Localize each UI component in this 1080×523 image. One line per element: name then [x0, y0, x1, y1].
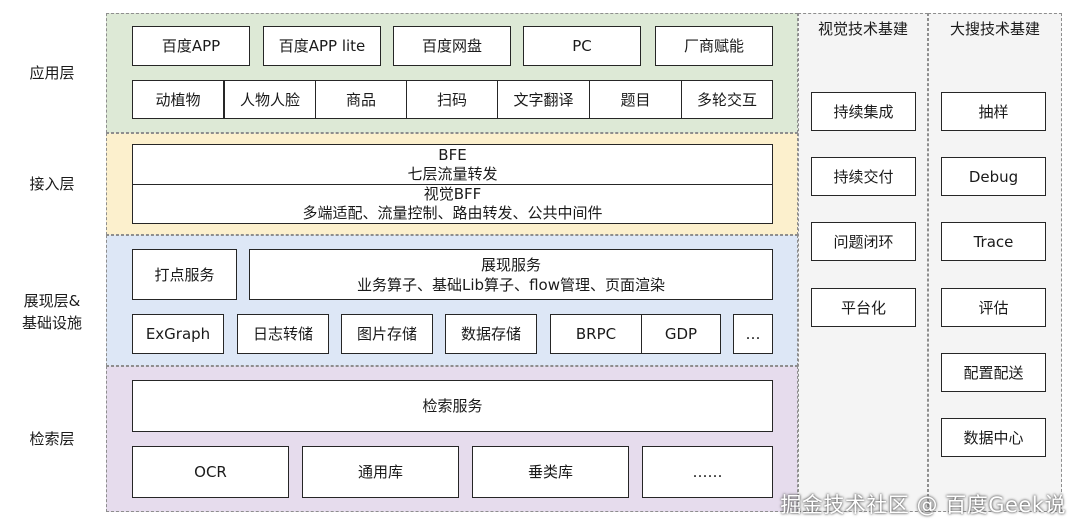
vision-continuous-delivery: 持续交付 [811, 157, 916, 196]
app-layer-label: 应用层 [29, 64, 75, 82]
bfe-box: BFE 七层流量转发 [132, 144, 773, 185]
vision-issue-closure: 问题闭环 [811, 222, 916, 261]
vision-tech-title: 视觉技术基建 [817, 20, 908, 38]
app-plants-animals: 动植物 [132, 80, 224, 119]
app-question: 题目 [589, 80, 682, 119]
infra-gdp: GDP [641, 314, 721, 354]
lib-general: 通用库 [302, 446, 459, 498]
vision-continuous-integration: 持续集成 [811, 92, 916, 131]
app-baidu-netdisk: 百度网盘 [393, 26, 511, 66]
infra-more: … [733, 314, 773, 354]
search-evaluation: 评估 [941, 288, 1046, 327]
app-vendor-enablement: 厂商赋能 [655, 26, 773, 66]
vision-tech-column [798, 13, 928, 512]
app-person-face: 人物人脸 [224, 80, 316, 119]
infra-image-storage: 图片存储 [341, 314, 433, 354]
infra-log-dump: 日志转储 [237, 314, 329, 354]
bfe-description: 七层流量转发 [407, 164, 498, 183]
app-baidu-app-lite: 百度APP lite [263, 26, 381, 66]
search-debug: Debug [941, 157, 1046, 196]
infra-brpc: BRPC [550, 314, 642, 354]
retrieval-layer-label: 检索层 [29, 430, 75, 448]
app-product: 商品 [315, 80, 407, 119]
bff-title: 视觉BFF [423, 185, 482, 203]
lib-vertical: 垂类库 [472, 446, 629, 498]
lib-more: …… [642, 446, 773, 498]
render-service-title: 展现服务 [480, 255, 541, 274]
render-service-description: 业务算子、基础Lib算子、flow管理、页面渲染 [357, 275, 665, 294]
search-service-box: 检索服务 [132, 380, 773, 432]
app-multi-turn: 多轮交互 [681, 80, 773, 119]
search-tech-title: 大搜技术基建 [949, 20, 1040, 38]
search-config-delivery: 配置配送 [941, 353, 1046, 392]
dot-service-box: 打点服务 [132, 249, 237, 300]
access-layer-label: 接入层 [29, 175, 75, 193]
search-sampling: 抽样 [941, 92, 1046, 131]
bff-description: 多端适配、流量控制、路由转发、公共中间件 [302, 204, 603, 222]
app-scan-code: 扫码 [406, 80, 498, 119]
display-layer-label: 展现层& 基础设施 [21, 292, 82, 332]
render-service-box: 展现服务 业务算子、基础Lib算子、flow管理、页面渲染 [249, 249, 773, 300]
lib-ocr: OCR [132, 446, 289, 498]
app-baidu-app: 百度APP [132, 26, 250, 66]
app-text-translate: 文字翻译 [497, 80, 590, 119]
app-pc: PC [523, 26, 641, 66]
infra-exgraph: ExGraph [132, 314, 224, 354]
bfe-title: BFE [438, 145, 467, 164]
infra-data-storage: 数据存储 [445, 314, 537, 354]
visual-bff-box: 视觉BFF 多端适配、流量控制、路由转发、公共中间件 [132, 184, 773, 224]
search-trace: Trace [941, 222, 1046, 261]
vision-platformization: 平台化 [811, 288, 916, 327]
watermark-text: 掘金技术社区 @ 百度Geek说 [780, 493, 1066, 517]
search-data-center: 数据中心 [941, 418, 1046, 457]
